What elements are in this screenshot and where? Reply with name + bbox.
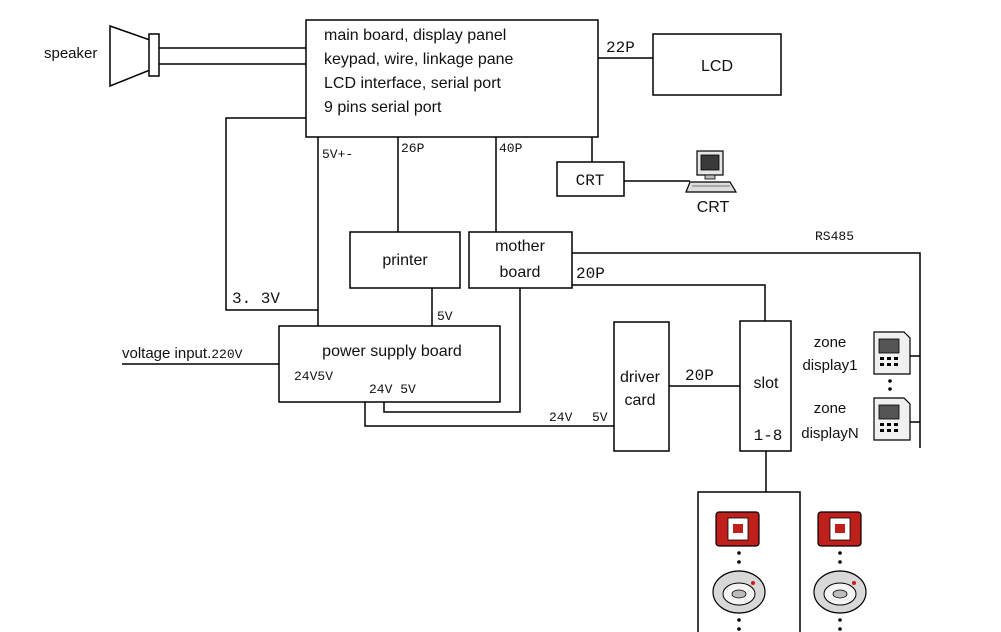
- crt-box: [556, 161, 625, 197]
- label-24v-bottom: 24V: [549, 410, 573, 425]
- smoke-detector-icon: [712, 570, 766, 614]
- slot-line-1: slot: [754, 375, 779, 392]
- computer-icon: [685, 150, 738, 193]
- driver-card-box: [613, 321, 670, 452]
- dots-devices-1b: [737, 618, 741, 631]
- lcd-label: LCD: [701, 58, 733, 75]
- main-board-line-2: keypad, wire, linkage pane: [324, 51, 514, 68]
- label-5v-bottom: 5V: [592, 410, 608, 425]
- dots-devices-2b: [838, 618, 842, 631]
- wire-power-driver: [364, 402, 614, 427]
- voltage-input-text: voltage input.220V: [122, 345, 243, 362]
- speaker-label: speaker: [44, 45, 97, 62]
- main-board-line-1: main board, display panel: [324, 27, 506, 44]
- main-board-line-3: LCD interface, serial port: [324, 75, 502, 92]
- crt-computer-label: CRT: [697, 199, 730, 216]
- power-supply-box: [278, 325, 501, 403]
- main-board-line-4: 9 pins serial port: [324, 99, 442, 116]
- rs485-label: RS485: [815, 229, 854, 244]
- power-supply-title: power supply board: [322, 343, 462, 360]
- printer-label: printer: [382, 252, 428, 269]
- slot-box: [739, 320, 792, 452]
- lcd-box: [652, 33, 782, 96]
- label-20p-top: 20P: [576, 265, 605, 283]
- dots-devices-2: [838, 551, 842, 564]
- mother-board-line-1: mother: [495, 238, 545, 255]
- label-40p: 40P: [499, 141, 523, 156]
- driver-card-line-2: card: [624, 392, 655, 409]
- module-icon: [715, 511, 760, 547]
- zone-display-n-line-2: displayN: [801, 425, 859, 442]
- dots-devices-1: [737, 551, 741, 564]
- mother-board-box: [468, 231, 573, 289]
- main-board-box: [305, 19, 599, 138]
- wire-20p-slot: [572, 284, 766, 321]
- label-20p-mid: 20P: [685, 367, 714, 385]
- dots-zone: [888, 379, 892, 391]
- wire-3v3: [225, 117, 318, 311]
- module-icon: [817, 511, 862, 547]
- printer-box: [349, 231, 461, 289]
- zone-display-1-line-2: display1: [802, 357, 857, 374]
- driver-card-line-1: driver: [620, 369, 661, 386]
- label-26p: 26P: [401, 141, 425, 156]
- label-5v-printer: 5V: [437, 309, 453, 324]
- mother-board-line-2: board: [500, 264, 541, 281]
- rs485-bus: [572, 252, 921, 448]
- label-5v-pm: 5V+-: [322, 147, 353, 162]
- power-label-24v-5v: 24V 5V: [369, 382, 416, 397]
- power-label-24v5v: 24V5V: [294, 369, 333, 384]
- slot-line-2: 1-8: [754, 427, 783, 445]
- label-22p: 22P: [606, 39, 635, 57]
- speaker-icon: [109, 24, 160, 88]
- zone-display-icon: [873, 397, 911, 441]
- zone-display-n-line-1: zone: [814, 400, 847, 417]
- zone-display-1-line-1: zone: [814, 334, 847, 351]
- field-loop-box: [697, 491, 801, 632]
- label-3v3: 3. 3V: [232, 290, 280, 308]
- zone-display-icon: [873, 331, 911, 375]
- crt-box-label: CRT: [576, 172, 605, 190]
- wire-mother-power: [383, 288, 521, 413]
- smoke-detector-icon: [813, 570, 867, 614]
